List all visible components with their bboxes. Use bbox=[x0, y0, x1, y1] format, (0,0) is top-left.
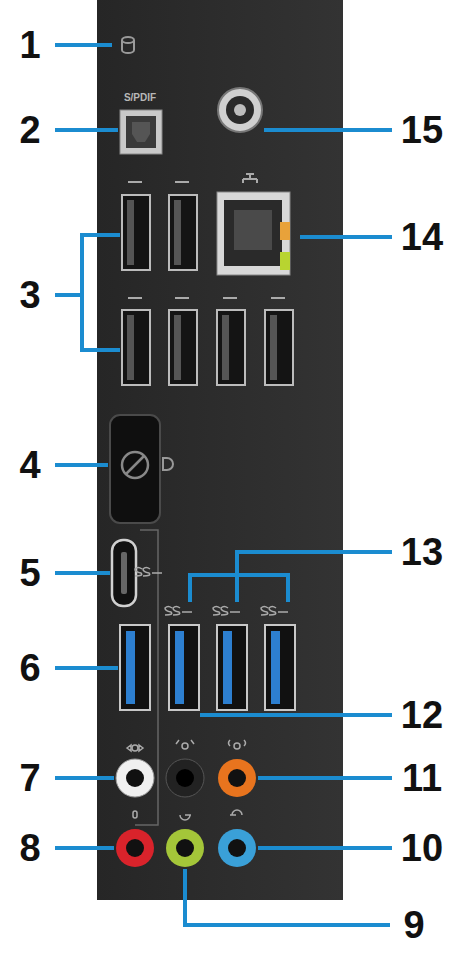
callout-number: 12 bbox=[401, 696, 443, 734]
rca-port bbox=[218, 88, 262, 132]
callout-number: 6 bbox=[19, 649, 40, 687]
callout-number: 15 bbox=[401, 111, 443, 149]
callout-number: 10 bbox=[401, 829, 443, 867]
callout-number: 13 bbox=[401, 533, 443, 571]
callout-number: 5 bbox=[19, 554, 40, 592]
callout-number: 4 bbox=[19, 446, 40, 484]
usb3-ports bbox=[120, 625, 295, 710]
callout-number: 9 bbox=[403, 906, 424, 944]
callout-number: 8 bbox=[19, 829, 40, 867]
hdd-icon bbox=[122, 37, 134, 53]
usb-c-port bbox=[112, 540, 136, 606]
audio-jacks bbox=[116, 759, 256, 867]
usb2-ports bbox=[122, 195, 293, 385]
leader-lines bbox=[55, 45, 392, 925]
panel bbox=[97, 0, 343, 900]
spdif-port bbox=[120, 110, 162, 154]
displayport-cover bbox=[110, 415, 173, 523]
callout-number: 3 bbox=[19, 276, 40, 314]
callout-number: 7 bbox=[19, 759, 40, 797]
callout-number: 1 bbox=[19, 26, 40, 64]
callout-number: 14 bbox=[401, 218, 443, 256]
port-label: S/PDIF bbox=[124, 93, 156, 103]
callout-number: 2 bbox=[19, 111, 40, 149]
usb-c-tongue bbox=[121, 552, 127, 594]
callout-number: 11 bbox=[402, 759, 442, 797]
usb2-tongues bbox=[127, 200, 277, 380]
ethernet-port bbox=[217, 174, 290, 275]
